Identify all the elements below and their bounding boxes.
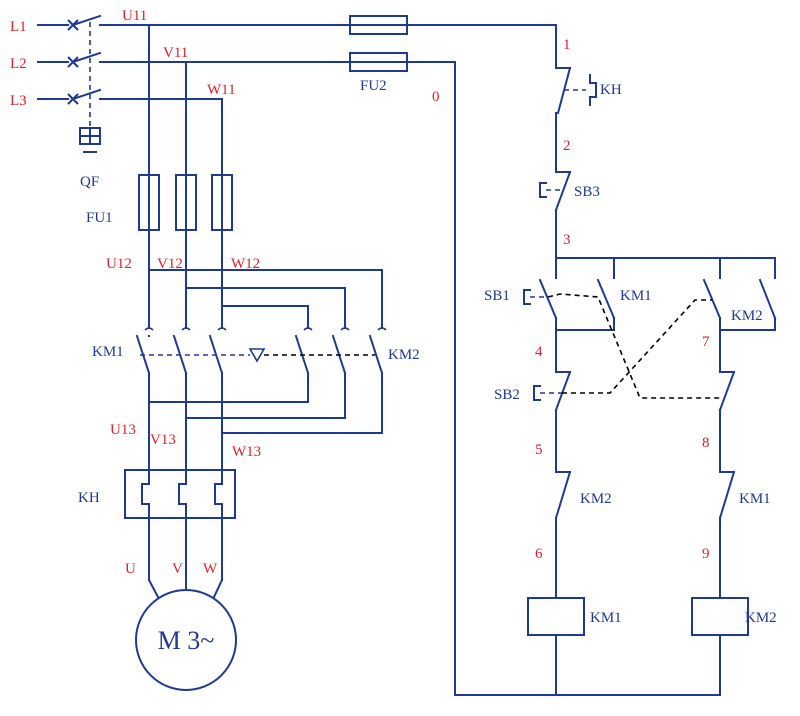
label-v11: V11 (163, 45, 188, 61)
label-km2-holding: KM2 (731, 308, 763, 324)
fu1-fuses (138, 174, 233, 231)
label-l2: L2 (10, 56, 27, 72)
label-sb2: SB2 (494, 387, 520, 403)
label-sb3: SB3 (574, 184, 600, 200)
label-node-9: 9 (702, 546, 710, 562)
label-node-4: 4 (535, 344, 543, 360)
km-mechanical-interlock (140, 348, 375, 363)
label-node-7: 7 (702, 334, 710, 350)
label-km1-main: KM1 (92, 344, 124, 360)
label-v13: V13 (150, 432, 176, 448)
label-node-3: 3 (563, 232, 571, 248)
label-km2-interlock: KM2 (580, 491, 612, 507)
label-u: U (125, 561, 136, 577)
label-fu1: FU1 (86, 210, 113, 226)
sb2-button (533, 370, 572, 412)
main-circuit-wires (147, 24, 383, 599)
km1-main-contacts (135, 327, 227, 375)
kh-control-contact (555, 66, 597, 115)
supply-lines (37, 14, 557, 105)
fu2-fuses (349, 15, 408, 72)
label-km1-coil: KM1 (590, 610, 622, 626)
km1-coil (527, 597, 585, 636)
label-v12: V12 (157, 256, 183, 272)
label-l1: L1 (10, 19, 27, 35)
qf-breaker-mechanism (79, 22, 101, 153)
label-motor: M 3~ (158, 626, 215, 655)
sb1-button (523, 278, 558, 320)
label-w12: W12 (231, 256, 260, 272)
label-fu2: FU2 (360, 78, 387, 94)
km1-interlock-nc-contact (718, 470, 736, 520)
label-u11: U11 (122, 8, 147, 24)
km1-holding-contact (596, 278, 616, 320)
label-km1-holding: KM1 (620, 288, 652, 304)
kh-thermal-relay (124, 469, 236, 519)
label-u12: U12 (106, 256, 132, 272)
label-node-2: 2 (563, 138, 571, 154)
label-node-6: 6 (535, 546, 543, 562)
label-km2-coil: KM2 (745, 610, 777, 626)
control-circuit-wires (454, 24, 776, 696)
label-node-1: 1 (563, 37, 571, 53)
sb3-stop-button (539, 170, 572, 212)
km2-coil (691, 597, 749, 636)
motor (135, 589, 237, 691)
label-w13: W13 (232, 444, 261, 460)
label-sb1: SB1 (484, 288, 510, 304)
right-nc-contact (718, 370, 736, 412)
label-kh-control: KH (600, 82, 622, 98)
km2-interlock-nc-contact (554, 470, 572, 520)
label-v: V (172, 561, 183, 577)
label-qf: QF (80, 174, 99, 190)
label-node-8: 8 (702, 435, 710, 451)
label-l3: L3 (10, 93, 27, 109)
km2-holding-contact (702, 278, 777, 320)
label-node-5: 5 (535, 442, 543, 458)
label-w: W (203, 561, 218, 577)
label-w11: W11 (207, 82, 236, 98)
label-u13: U13 (110, 422, 136, 438)
label-km2-main: KM2 (388, 347, 420, 363)
label-node-0: 0 (432, 89, 440, 105)
label-kh-main: KH (78, 490, 100, 506)
label-km1-interlock: KM1 (739, 491, 771, 507)
labels: L1 L2 L3 U11 V11 W11 QF FU1 FU2 U12 V12 … (10, 8, 777, 655)
km2-main-contacts (294, 327, 387, 375)
button-interlock-links (547, 293, 722, 399)
